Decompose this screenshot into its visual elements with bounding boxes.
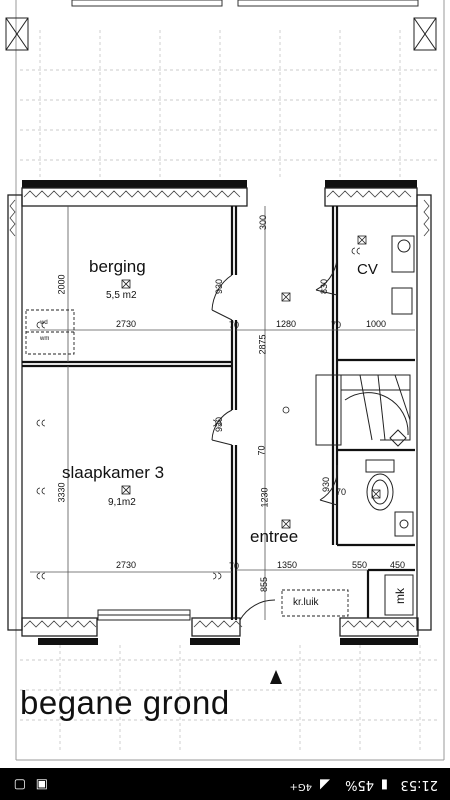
dim-70-e: 70 [336, 487, 347, 497]
boiler-icon [391, 235, 415, 315]
door-swings [211, 249, 338, 621]
room-label-berging: berging [89, 257, 146, 276]
signal-icon: ◢ [320, 777, 330, 792]
status-network: 4G+ [289, 781, 313, 792]
dim-930-c: 930 [321, 476, 332, 493]
dim-70-b: 70 [331, 320, 342, 330]
dim-550: 550 [352, 560, 368, 570]
room-markers [121, 235, 381, 529]
dim-1230: 1230 [259, 487, 270, 508]
dim-1280: 1280 [276, 319, 297, 329]
outdoor-grid-bottom [20, 645, 440, 750]
room-area-slaapkamer: 9,1m2 [108, 497, 136, 508]
dim-450: 450 [390, 560, 406, 570]
column-marker-right [413, 17, 437, 51]
status-battery: 45% [345, 777, 374, 792]
app-icon: ▣ [35, 777, 48, 792]
dim-300: 300 [258, 214, 269, 231]
wall-insulation-pattern [9, 190, 430, 628]
status-bar: 21:53 ▮ 45% ◢ 4G+ ▣ ▢ [0, 768, 450, 800]
washer-dryer-outline [25, 309, 75, 355]
top-window-frames [71, 0, 419, 7]
battery-icon: ▮ [380, 777, 388, 792]
room-area-berging: 5,5 m2 [106, 290, 137, 301]
room-label-cv: CV [357, 261, 378, 278]
floor-plan [5, 0, 445, 761]
dim-930-a: 930 [214, 278, 225, 295]
dim-930-b: 930 [214, 416, 225, 433]
dim-855: 855 [259, 576, 270, 593]
dim-3330: 3330 [56, 482, 67, 503]
sink-icon [394, 511, 414, 537]
room-label-slaapkamer: slaapkamer 3 [62, 463, 165, 482]
dim-70-a: 70 [229, 320, 240, 330]
room-inner-lines [30, 206, 415, 620]
meter-cupboard [384, 574, 414, 616]
dim-2730-top: 2730 [116, 319, 137, 329]
dim-70-d: 70 [229, 561, 240, 571]
dim-2730-bottom: 2730 [116, 560, 137, 570]
label-wm: wm [40, 336, 50, 342]
toilet-icon [365, 459, 395, 511]
room-label-entree: entree [250, 527, 299, 546]
north-arrow-icon [270, 670, 282, 684]
socket-symbols [36, 247, 361, 580]
site-lines [15, 0, 445, 761]
label-kr-luik: kr.luik [293, 597, 319, 608]
staircase [315, 374, 411, 447]
bottom-window [97, 609, 191, 621]
dim-830: 830 [319, 278, 330, 295]
dim-2000: 2000 [56, 274, 67, 295]
plan-title: begane grond [20, 684, 230, 721]
status-clock: 21:53 [400, 777, 438, 792]
dim-1000: 1000 [366, 319, 387, 329]
column-marker-left [5, 17, 29, 51]
exterior-walls [7, 180, 432, 645]
dim-70-c: 70 [256, 445, 267, 456]
outdoor-grid-top [20, 30, 440, 180]
crawl-hatch [281, 589, 349, 617]
dim-1350: 1350 [277, 560, 298, 570]
dim-2875: 2875 [257, 334, 268, 355]
label-mk: mk [393, 588, 407, 604]
label-wd: wd [40, 320, 48, 326]
notification-icon: ▢ [13, 777, 26, 792]
